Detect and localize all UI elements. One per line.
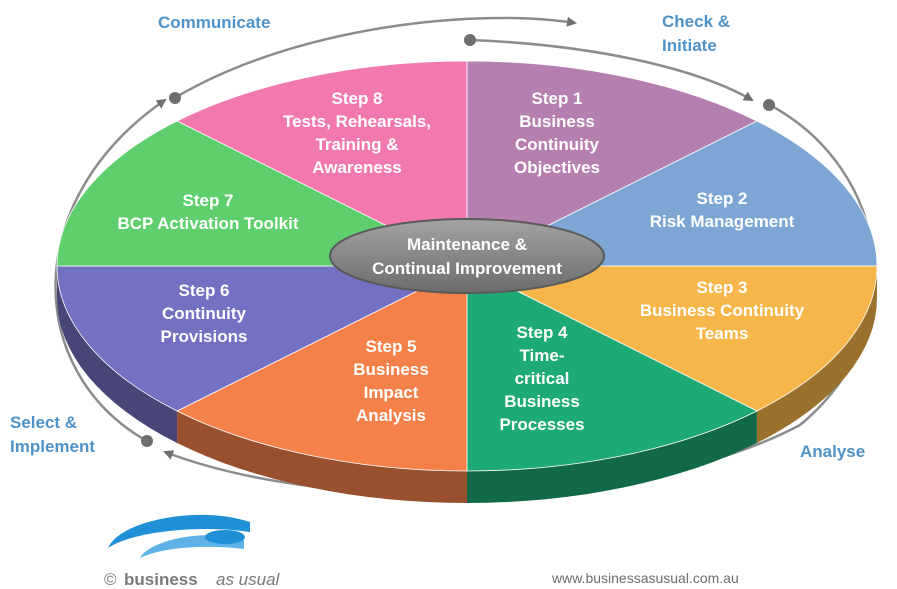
disc-side-step-6 (57, 266, 178, 443)
step-6-segment (56, 265, 468, 412)
copyright-symbol: © (104, 570, 117, 589)
brand-name-rest: as usual (216, 570, 281, 589)
logo-swoosh-outer (108, 514, 250, 548)
step-1-label-line-2: Business (519, 112, 595, 131)
step-1-segment (466, 60, 758, 267)
step-6-label-line-2: Continuity (162, 304, 247, 323)
disc-side-step-3 (756, 266, 877, 443)
disc-side-step-4 (467, 411, 757, 503)
step-4-label-line-3: critical (515, 369, 570, 388)
phase-check-initiate-line2: Initiate (662, 36, 717, 55)
step-3-label-line-1: Step 3 (696, 278, 747, 297)
step-6-label-line-3: Provisions (161, 327, 248, 346)
ring-node-right (763, 99, 775, 111)
brand-logo: © business as usual (104, 514, 281, 589)
phase-select-implement-line1: Select & (10, 413, 77, 432)
step-4-segment (466, 265, 758, 472)
step-1-label-line-4: Objectives (514, 158, 600, 177)
phase-analyse: Analyse (800, 442, 865, 461)
step-5-label-line-1: Step 5 (365, 337, 416, 356)
disc-sides (57, 266, 877, 503)
step-8-label-line-1: Step 8 (331, 89, 382, 108)
brand-name-bold: business (124, 570, 198, 589)
hub-title-line2: Continual Improvement (372, 259, 562, 278)
step-8-label-line-4: Awareness (312, 158, 401, 177)
step-5-label-line-4: Analysis (356, 406, 426, 425)
step-2-label-line-1: Step 2 (696, 189, 747, 208)
step-7-label-line-2: BCP Activation Toolkit (117, 214, 298, 233)
step-4-label-line-5: Processes (499, 415, 584, 434)
step-2-segment (466, 120, 878, 267)
step-4-label-line-2: Time- (519, 346, 564, 365)
website-url: www.businessasusual.com.au (551, 570, 739, 586)
step-8-segment (176, 60, 468, 267)
step-4-label-line-4: Business (504, 392, 580, 411)
ring-arc-left (54, 98, 167, 442)
phase-check-initiate-line1: Check & (662, 12, 730, 31)
step-2-label-line-2: Risk Management (650, 212, 795, 231)
disc-top (56, 60, 878, 472)
step-3-label-line-2: Business Continuity (640, 301, 805, 320)
step-4-label-line-1: Step 4 (516, 323, 568, 342)
step-8-label-line-3: Training & (315, 135, 398, 154)
step-1-label-line-3: Continuity (515, 135, 600, 154)
step-3-segment (466, 265, 878, 412)
phase-labels: Communicate Check & Initiate Analyse Sel… (10, 12, 865, 461)
ring-node-left (141, 435, 153, 447)
hub: Maintenance & Continual Improvement (329, 218, 605, 294)
phase-communicate: Communicate (158, 13, 270, 32)
ring-arc-top (177, 16, 577, 98)
step-1-label-line-1: Step 1 (531, 89, 582, 108)
step-3-label-line-3: Teams (696, 324, 749, 343)
step-8-label-line-2: Tests, Rehearsals, (283, 112, 431, 131)
step-5-label-line-2: Business (353, 360, 429, 379)
hub-ellipse (329, 218, 605, 294)
phase-select-implement-line2: Implement (10, 437, 95, 456)
disc-side-step-5 (177, 411, 467, 503)
ring-node-top-left (169, 92, 181, 104)
step-6-label-line-1: Step 6 (178, 281, 229, 300)
ring-arc-right (469, 38, 754, 102)
logo-swoosh-dot (205, 530, 245, 544)
step-7-label-line-1: Step 7 (182, 191, 233, 210)
step-5-segment (176, 265, 468, 472)
step-7-segment (56, 120, 468, 267)
hub-title-line1: Maintenance & (407, 235, 527, 254)
step-5-label-line-3: Impact (364, 383, 419, 402)
ring-node-top (464, 34, 476, 46)
